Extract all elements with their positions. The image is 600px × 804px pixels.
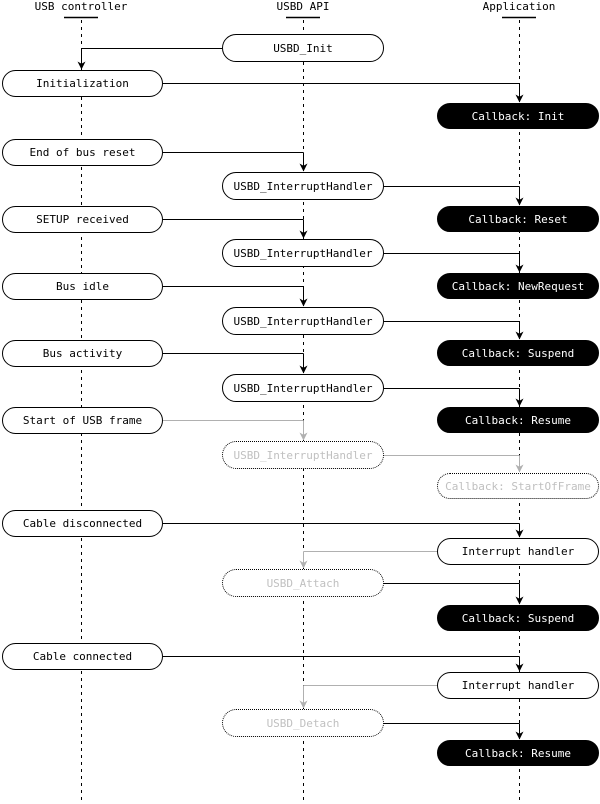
node-cable-connected[interactable]: Cable connected (2, 643, 163, 670)
node-label: USBD_Detach (266, 716, 340, 730)
node-label: Callback: Suspend (461, 346, 575, 360)
node-ih-4[interactable]: USBD_InterruptHandler (222, 374, 384, 402)
node-cable-disconnect[interactable]: Cable disconnected (2, 510, 163, 537)
node-label: USBD_Init (273, 41, 333, 55)
node-usbd-attach[interactable]: USBD_Attach (222, 569, 384, 597)
node-label: Bus idle (56, 280, 109, 293)
node-label: USBD_InterruptHandler (233, 381, 373, 395)
node-int-handler-2[interactable]: Interrupt handler (437, 672, 599, 699)
node-start-of-frame[interactable]: Start of USB frame (2, 407, 163, 434)
node-label: Callback: Reset (468, 212, 568, 226)
node-setup-received[interactable]: SETUP received (2, 206, 163, 233)
node-callback-suspend2[interactable]: Callback: Suspend (437, 605, 599, 631)
node-label: USBD_InterruptHandler (233, 179, 373, 193)
edge-e10 (384, 388, 524, 407)
node-callback-newreq[interactable]: Callback: NewRequest (437, 273, 599, 299)
node-label: Interrupt handler (461, 545, 575, 558)
edge-e2 (163, 83, 524, 103)
edge-e13 (163, 523, 524, 538)
node-bus-activity[interactable]: Bus activity (2, 340, 163, 367)
node-label: Callback: Resume (465, 746, 571, 760)
node-callback-init[interactable]: Callback: Init (437, 103, 599, 129)
node-label: USBD_InterruptHandler (233, 314, 373, 328)
edge-e9 (163, 353, 308, 374)
node-usbd-init[interactable]: USBD_Init (222, 34, 384, 62)
node-label: Callback: NewRequest (451, 279, 585, 293)
node-bus-idle[interactable]: Bus idle (2, 273, 163, 300)
edge-e4 (384, 186, 524, 206)
node-label: Callback: Suspend (461, 611, 575, 625)
lane-header-usbd-api: USBD API (276, 0, 330, 13)
lane-header-application: Application (482, 0, 556, 13)
edge-e17 (299, 685, 437, 709)
node-callback-resume1[interactable]: Callback: Resume (437, 407, 599, 433)
edge-e6 (384, 253, 524, 273)
node-ih-5-ghost[interactable]: USBD_InterruptHandler (222, 441, 384, 469)
edge-e3 (163, 152, 308, 172)
node-end-of-bus-reset[interactable]: End of bus reset (2, 139, 163, 166)
node-label: Interrupt handler (461, 679, 575, 692)
node-callback-suspend1[interactable]: Callback: Suspend (437, 340, 599, 366)
edge-e16 (163, 656, 524, 672)
node-label: USBD_InterruptHandler (233, 246, 373, 260)
node-label: Callback: Init (471, 109, 565, 123)
node-label: Bus activity (42, 347, 123, 360)
node-callback-resume2[interactable]: Callback: Resume (437, 740, 599, 766)
edge-e7 (163, 286, 308, 307)
edge-e5 (163, 219, 308, 239)
node-initialization[interactable]: Initialization (2, 70, 163, 97)
edge-e14 (299, 551, 437, 569)
node-label: Callback: StartOfFrame (445, 479, 591, 493)
edge-e15 (384, 583, 524, 605)
node-label: USBD_Attach (266, 576, 340, 590)
node-ih-1[interactable]: USBD_InterruptHandler (222, 172, 384, 200)
node-ih-2[interactable]: USBD_InterruptHandler (222, 239, 384, 267)
lane-header-usb-controller: USB controller (34, 0, 128, 13)
node-label: SETUP received (36, 213, 129, 226)
node-usbd-detach[interactable]: USBD_Detach (222, 709, 384, 737)
node-label: Cable connected (32, 650, 133, 663)
edge-e12 (384, 455, 524, 473)
edge-e11 (163, 420, 308, 441)
node-label: Callback: Resume (465, 413, 571, 427)
edge-e8 (384, 321, 524, 340)
node-label: End of bus reset (29, 146, 136, 159)
node-label: Start of USB frame (22, 414, 143, 427)
node-label: USBD_InterruptHandler (233, 448, 373, 462)
node-int-handler-1[interactable]: Interrupt handler (437, 538, 599, 565)
edge-e1 (77, 48, 222, 70)
node-ih-3[interactable]: USBD_InterruptHandler (222, 307, 384, 335)
node-label: Cable disconnected (22, 517, 143, 530)
edge-e18 (384, 723, 524, 740)
node-callback-reset[interactable]: Callback: Reset (437, 206, 599, 232)
node-label: Initialization (36, 77, 129, 90)
node-callback-sof[interactable]: Callback: StartOfFrame (437, 473, 599, 499)
